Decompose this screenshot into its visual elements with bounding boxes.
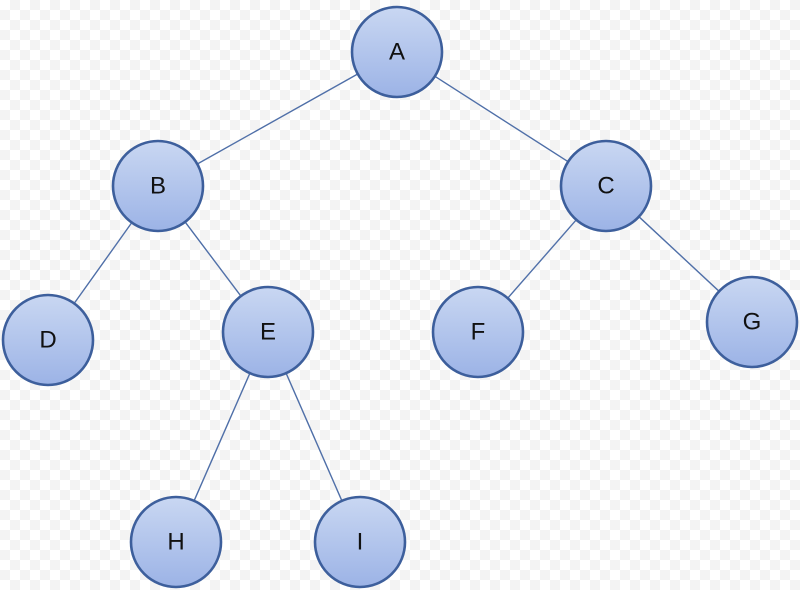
node-f: F: [431, 285, 525, 379]
node-c: C: [559, 139, 653, 233]
node-circle: [111, 139, 205, 233]
nodes-layer: A B C D E F G H I: [1, 5, 799, 589]
edges-layer: [73, 73, 720, 502]
node-circle: [431, 285, 525, 379]
node-circle: [559, 139, 653, 233]
node-label: E: [260, 319, 276, 346]
node-d: D: [1, 293, 95, 387]
edge-e-h: [193, 372, 251, 502]
edge-b-e: [184, 221, 242, 297]
node-label: F: [471, 319, 486, 346]
node-circle: [313, 495, 407, 589]
edge-c-g: [638, 216, 720, 292]
edge-b-d: [73, 222, 133, 304]
node-label: D: [39, 327, 56, 354]
edge-e-i: [285, 372, 343, 502]
node-i: I: [313, 495, 407, 589]
node-h: H: [129, 495, 223, 589]
node-g: G: [705, 275, 799, 369]
edge-c-f: [507, 219, 577, 299]
node-circle: [221, 285, 315, 379]
node-a: A: [350, 5, 444, 99]
node-label: B: [150, 173, 166, 200]
node-label: I: [357, 529, 364, 556]
node-circle: [129, 495, 223, 589]
node-label: H: [167, 529, 184, 556]
node-label: A: [389, 39, 405, 66]
node-circle: [1, 293, 95, 387]
node-label: G: [743, 309, 762, 336]
node-b: B: [111, 139, 205, 233]
node-e: E: [221, 285, 315, 379]
node-circle: [705, 275, 799, 369]
node-label: C: [597, 173, 614, 200]
edge-a-c: [434, 75, 569, 163]
node-circle: [350, 5, 444, 99]
edge-a-b: [196, 73, 359, 165]
